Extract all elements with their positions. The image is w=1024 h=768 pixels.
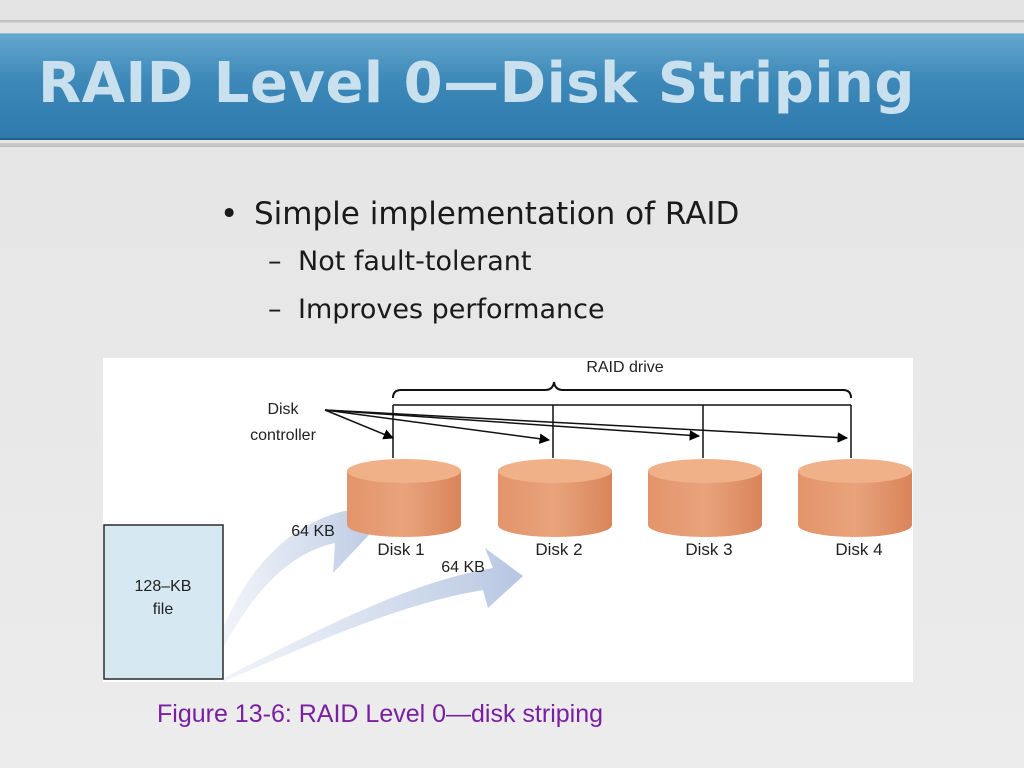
controller-label-line1: Disk: [267, 401, 299, 418]
disk-2: [498, 459, 612, 537]
bullet-item: • Simple implementation of RAID: [220, 190, 739, 238]
raid-diagram: 128–KB file RAID drive Disk controller: [103, 358, 913, 682]
data-arrow-to-disk2: [223, 548, 523, 682]
file-label-line1: 128–KB: [135, 578, 192, 595]
disk-label-2: Disk 2: [535, 540, 582, 559]
controller-arrow-2: [324, 409, 551, 444]
bullet-list: • Simple implementation of RAID –Not faul…: [220, 190, 739, 334]
disk-label-1: Disk 1: [377, 540, 424, 559]
chunk-label-2: 64 KB: [441, 559, 485, 576]
file-box: [103, 524, 224, 680]
sub-bullet-text: Improves performance: [298, 294, 605, 325]
raid-drive-label: RAID drive: [586, 359, 663, 376]
sub-bullet-item: –Improves performance: [268, 286, 739, 334]
bullet-marker: •: [220, 196, 239, 232]
figure-caption: Figure 13-6: RAID Level 0—disk striping: [157, 700, 604, 728]
disk-1: [347, 459, 461, 537]
disk-4: [798, 459, 912, 537]
top-rule: [0, 20, 1024, 23]
disk-label-3: Disk 3: [685, 540, 732, 559]
title-band: [0, 33, 1024, 140]
bullet-text: Simple implementation of RAID: [254, 196, 740, 232]
disk-label-4: Disk 4: [835, 540, 882, 559]
controller-arrow-4: [324, 409, 849, 443]
sub-bullet-marker: –: [268, 294, 282, 325]
disk-3: [648, 459, 762, 537]
slide-title: RAID Level 0—Disk Striping: [38, 51, 915, 116]
raid-diagram-svg: 128–KB file RAID drive Disk controller: [103, 359, 912, 682]
raid-drive-brace: [392, 381, 852, 399]
sub-bullet-marker: –: [268, 246, 282, 277]
sub-bullet-item: –Not fault-tolerant: [268, 238, 739, 286]
controller-arrow-1: [324, 409, 394, 440]
data-arrow-to-disk1: [223, 486, 385, 648]
controller-arrow-3: [324, 409, 701, 441]
sub-bullet-text: Not fault-tolerant: [298, 246, 532, 277]
file-label-line2: file: [153, 601, 174, 618]
controller-label-line2: controller: [250, 427, 316, 444]
title-divider: [0, 143, 1024, 147]
chunk-label-1: 64 KB: [291, 523, 335, 540]
